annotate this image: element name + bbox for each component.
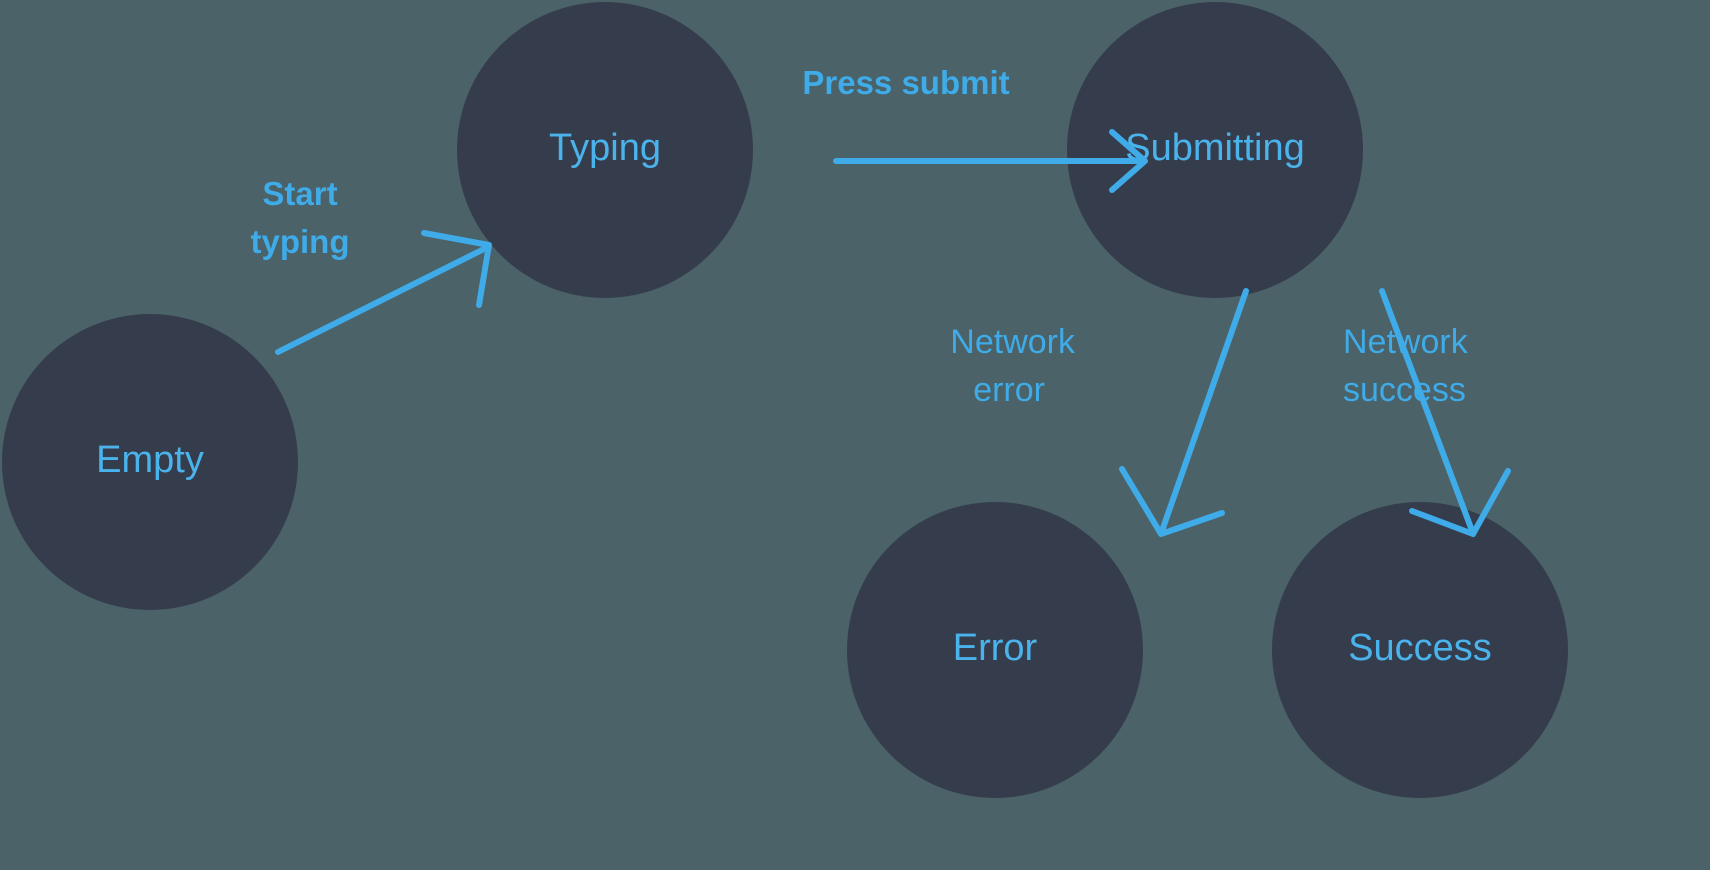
state-node-submitting[interactable]: Submitting: [1067, 2, 1363, 298]
transition-network-success-line: [1379, 288, 1474, 531]
transition-network-error-label-line2: error: [973, 371, 1045, 409]
transition-start-typing-label-line2: typing: [251, 223, 350, 260]
state-node-submitting-label: Submitting: [1125, 127, 1305, 169]
transition-network-error[interactable]: Network error: [950, 288, 1249, 537]
state-node-empty[interactable]: Empty: [2, 314, 298, 610]
transition-start-typing[interactable]: Start typing: [251, 175, 492, 355]
transition-network-success-label-line1: Network: [1343, 323, 1469, 361]
transition-start-typing-arrowhead: [421, 230, 492, 308]
state-node-typing-circle[interactable]: [457, 2, 753, 298]
state-node-typing[interactable]: Typing: [457, 2, 753, 298]
transition-network-success-arrowhead: [1409, 468, 1511, 537]
transition-press-submit-arrowhead: [1109, 129, 1148, 193]
transition-press-submit[interactable]: Press submit: [802, 64, 1148, 193]
transition-network-error-label-line1: Network: [950, 323, 1076, 361]
transition-network-success[interactable]: Network success: [1343, 288, 1511, 537]
state-node-error-label: Error: [953, 627, 1038, 669]
transition-start-typing-line: [275, 244, 491, 355]
state-node-success-label: Success: [1348, 627, 1492, 669]
state-node-typing-label: Typing: [549, 127, 661, 169]
transition-network-error-arrowhead: [1119, 466, 1225, 537]
state-node-submitting-circle[interactable]: [1067, 2, 1363, 298]
transition-network-success-label-line2: success: [1343, 371, 1466, 409]
transition-press-submit-label: Press submit: [802, 64, 1009, 101]
state-node-success-circle[interactable]: [1272, 502, 1568, 798]
state-node-empty-circle[interactable]: [2, 314, 298, 610]
state-node-empty-label: Empty: [96, 439, 204, 481]
state-node-error[interactable]: Error: [847, 502, 1143, 798]
transition-start-typing-label-line1: Start: [262, 175, 337, 212]
state-node-success[interactable]: Success: [1272, 502, 1568, 798]
state-node-error-circle[interactable]: [847, 502, 1143, 798]
transition-network-error-line: [1160, 288, 1249, 531]
